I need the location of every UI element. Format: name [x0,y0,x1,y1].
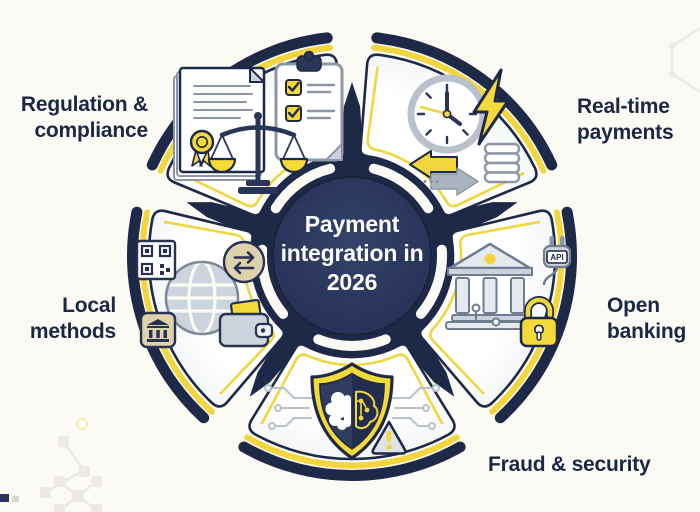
document-icon [173,66,266,181]
lightning-icon [472,68,510,146]
dot-decoration [76,418,88,430]
outer-navy-band [371,32,558,171]
center-title: Payment integration in 2026 [280,211,424,295]
segment-accent [163,220,275,395]
circuit-decoration [40,436,102,512]
wheel-spoke [425,202,518,244]
open-banking-icon: API [445,236,572,348]
scales-icon [207,112,309,194]
label-open-banking: Open banking [607,294,687,343]
label-local-methods: Local methods [29,294,116,343]
api-label: API [550,253,563,262]
real-time-payments-icon [407,68,521,196]
label-real-time-payments: Real-time payments [577,95,674,144]
collar-break [313,334,391,351]
connector-dots-icon [471,303,518,327]
qr-code-icon [135,239,177,281]
bank-icon [445,242,535,330]
outer-navy-band [238,441,466,481]
coins-icon [483,142,521,184]
wallet-icon [218,298,274,348]
label-regulation-compliance: Regulation & compliance [20,93,148,142]
clipboard-icon [274,50,344,162]
currency-exchange-icon [222,240,266,284]
outer-yellow-band [244,434,460,469]
circuit-brain-right-half [355,390,379,430]
collar-break [270,163,336,214]
square-decoration [0,494,9,502]
square-decoration [12,496,19,502]
brain-left-half [325,392,351,430]
circuit-traces-icon [264,384,440,430]
warning-icon [371,420,407,455]
background-decorations [0,26,700,512]
fraud-security-icon [264,362,440,460]
wheel-spoke [339,82,365,175]
collar-break [415,244,448,319]
wheel-spoke [249,314,315,397]
transfer-arrows-icon [409,150,479,196]
wheel-spoke [389,314,455,397]
regulation-compliance-icon [173,50,344,194]
padlock-icon [519,296,559,348]
local-bank-icon [139,311,177,349]
center-circle [272,176,432,336]
clock-icon [407,74,487,154]
shield-ai-icon [310,362,394,460]
api-plug-icon: API [542,236,572,286]
local-methods-icon [135,239,274,349]
collar-break [368,163,434,214]
outer-navy-band [494,206,577,424]
label-fraud-security: Fraud & security [488,453,651,476]
wheel-spoke [186,202,279,244]
